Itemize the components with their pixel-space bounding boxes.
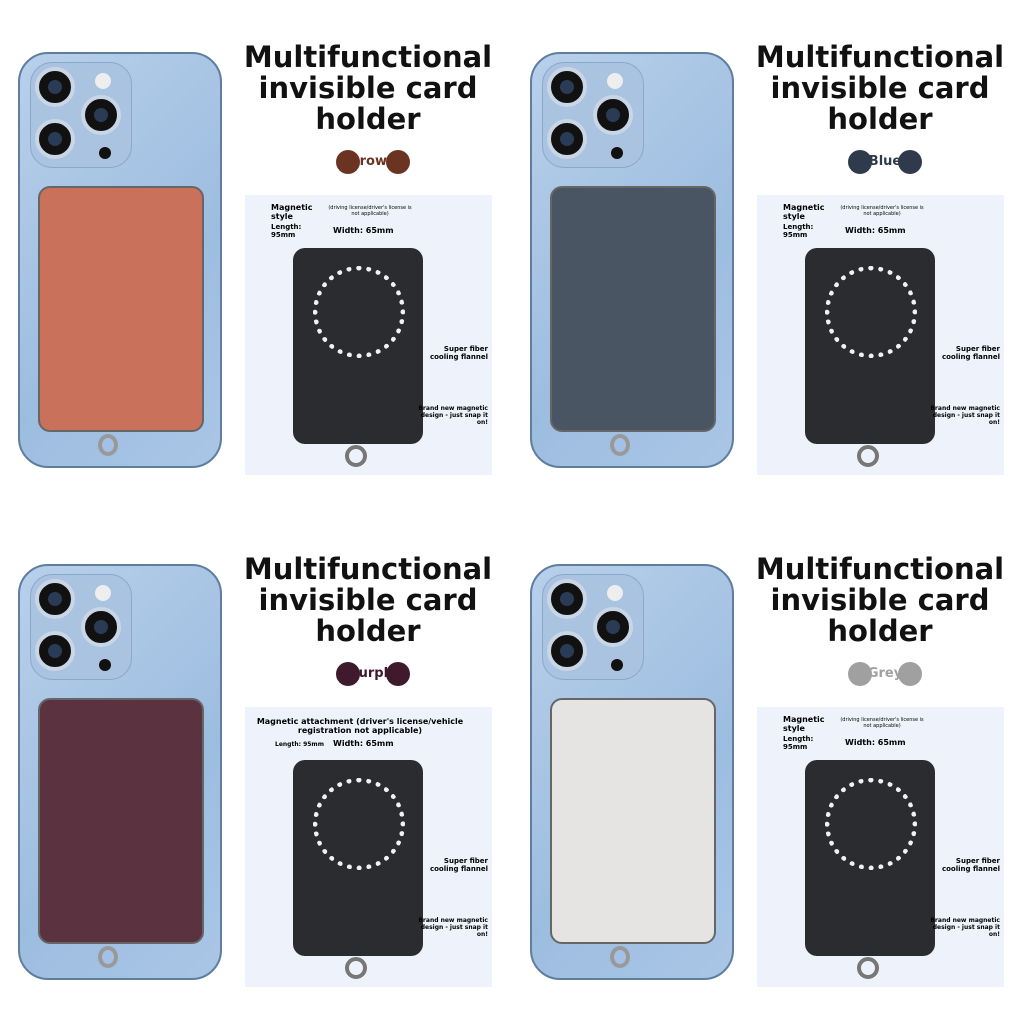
- camera-module: [542, 574, 644, 680]
- swatch-dot: [386, 662, 410, 686]
- camera-lens: [547, 631, 587, 671]
- camera-lens: [547, 67, 587, 107]
- swatch-dot: [848, 150, 872, 174]
- color-swatch: Blue: [848, 150, 922, 174]
- product-panel: Multifunctional invisible card holder Pu…: [0, 512, 512, 1024]
- product-title: Multifunctional invisible card holder: [755, 40, 1005, 136]
- camera-sensor: [99, 659, 111, 671]
- magnet-ring: [825, 266, 917, 358]
- spec-card: Magnetic style (driving license/driver's…: [757, 707, 1004, 987]
- camera-lens: [35, 631, 75, 671]
- swatch-dot: [386, 150, 410, 174]
- phone-image: [530, 564, 734, 980]
- swatch-dot: [898, 662, 922, 686]
- spec-card: Magnetic style (driving license/driver's…: [245, 195, 492, 475]
- feature-flannel: Super fiber cooling flannel: [429, 857, 488, 873]
- product-title: Multifunctional invisible card holder: [243, 552, 493, 648]
- magnet-ring: [313, 266, 405, 358]
- spec-note: (driving license/driver's license is not…: [840, 717, 924, 729]
- phone-image: [18, 52, 222, 468]
- spec-note: (driving license/driver's license is not…: [328, 205, 412, 217]
- camera-lens: [547, 579, 587, 619]
- camera-module: [542, 62, 644, 168]
- product-panel: Multifunctional invisible card holder Bl…: [512, 0, 1024, 512]
- camera-sensor: [99, 147, 111, 159]
- card-holder-back: [805, 760, 935, 956]
- camera-module: [30, 62, 132, 168]
- swatch-dot: [336, 150, 360, 174]
- camera-lens: [35, 579, 75, 619]
- card-holder-wallet: [38, 186, 204, 432]
- d-ring: [610, 434, 630, 456]
- d-ring: [857, 957, 879, 979]
- card-holder-back: [293, 248, 423, 444]
- spec-width: Width: 65mm: [845, 738, 906, 747]
- spec-note: (driving license/driver's license is not…: [840, 205, 924, 217]
- spec-length: Length: 95mm: [275, 741, 324, 748]
- spec-mount: Magnetic attachment (driver's license/ve…: [256, 717, 464, 735]
- swatch-dot: [898, 150, 922, 174]
- product-panel: Multifunctional invisible card holder Gr…: [512, 512, 1024, 1024]
- product-panel: Multifunctional invisible card holder Br…: [0, 0, 512, 512]
- spec-width: Width: 65mm: [333, 226, 394, 235]
- camera-sensor: [611, 147, 623, 159]
- phone-image: [18, 564, 222, 980]
- feature-flannel: Super fiber cooling flannel: [941, 345, 1000, 361]
- feature-magnetic: Brand new magnetic design - just snap it…: [418, 917, 488, 938]
- spec-mount: Magnetic style: [783, 715, 825, 733]
- spec-length: Length: 95mm: [271, 223, 302, 239]
- camera-flash: [95, 585, 111, 601]
- spec-card: Magnetic attachment (driver's license/ve…: [245, 707, 492, 987]
- camera-lens: [35, 67, 75, 107]
- camera-flash: [95, 73, 111, 89]
- camera-flash: [607, 585, 623, 601]
- spec-card: Magnetic style (driving license/driver's…: [757, 195, 1004, 475]
- spec-mount: Magnetic style: [271, 203, 313, 221]
- card-holder-wallet: [38, 698, 204, 944]
- card-holder-wallet: [550, 186, 716, 432]
- feature-magnetic: Brand new magnetic design - just snap it…: [930, 405, 1000, 426]
- camera-lens: [81, 607, 121, 647]
- feature-magnetic: Brand new magnetic design - just snap it…: [418, 405, 488, 426]
- camera-lens: [593, 95, 633, 135]
- camera-lens: [81, 95, 121, 135]
- color-label: Brown: [349, 154, 397, 169]
- color-swatch: Grey: [848, 662, 922, 686]
- camera-lens: [547, 119, 587, 159]
- feature-flannel: Super fiber cooling flannel: [941, 857, 1000, 873]
- card-holder-back: [293, 760, 423, 956]
- spec-mount: Magnetic style: [783, 203, 825, 221]
- feature-flannel: Super fiber cooling flannel: [429, 345, 488, 361]
- swatch-dot: [848, 662, 872, 686]
- color-label: Blue: [868, 154, 902, 169]
- magnet-ring: [825, 778, 917, 870]
- spec-width: Width: 65mm: [333, 739, 394, 748]
- spec-width: Width: 65mm: [845, 226, 906, 235]
- card-holder-back: [805, 248, 935, 444]
- d-ring: [857, 445, 879, 467]
- magnet-ring: [313, 778, 405, 870]
- camera-module: [30, 574, 132, 680]
- d-ring: [345, 957, 367, 979]
- camera-lens: [35, 119, 75, 159]
- color-swatch: Purple: [336, 662, 410, 686]
- d-ring: [98, 434, 118, 456]
- color-label: Grey: [867, 666, 903, 681]
- card-holder-wallet: [550, 698, 716, 944]
- product-title: Multifunctional invisible card holder: [243, 40, 493, 136]
- product-title: Multifunctional invisible card holder: [755, 552, 1005, 648]
- camera-lens: [593, 607, 633, 647]
- spec-length: Length: 95mm: [783, 223, 814, 239]
- color-swatch: Brown: [336, 150, 410, 174]
- d-ring: [98, 946, 118, 968]
- phone-image: [530, 52, 734, 468]
- camera-sensor: [611, 659, 623, 671]
- swatch-dot: [336, 662, 360, 686]
- spec-length: Length: 95mm: [783, 735, 814, 751]
- d-ring: [610, 946, 630, 968]
- camera-flash: [607, 73, 623, 89]
- d-ring: [345, 445, 367, 467]
- color-label: Purple: [349, 666, 397, 681]
- feature-magnetic: Brand new magnetic design - just snap it…: [930, 917, 1000, 938]
